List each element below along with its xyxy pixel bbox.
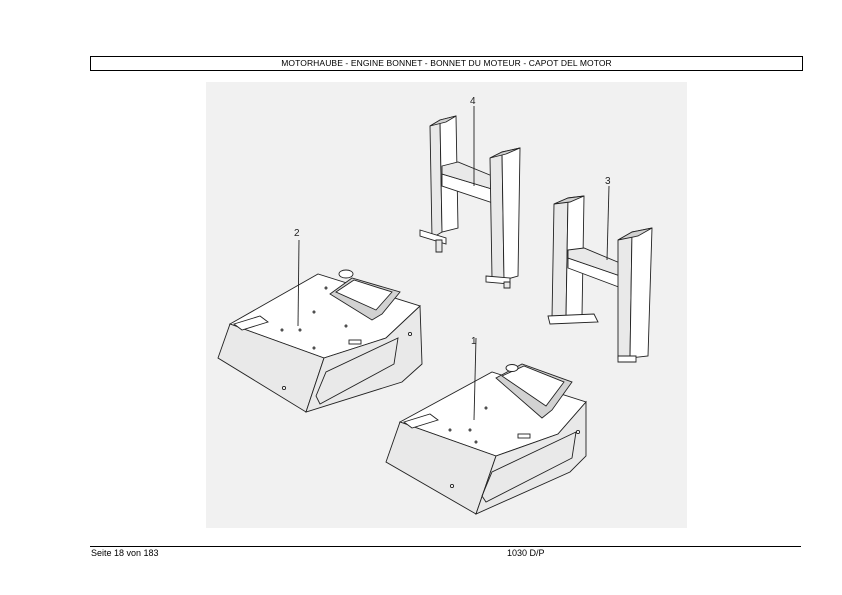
part-2-bonnet [217,269,423,413]
model-label: 1030 D/P [507,548,545,558]
callout-3: 3 [605,176,611,187]
footer-divider [90,546,801,547]
exploded-parts-drawing: 1 2 3 4 [206,82,687,528]
part-1-bonnet [385,363,587,515]
callout-4: 4 [470,96,476,107]
callouts: 1 2 3 4 [294,96,611,421]
part-4-frame [419,115,521,289]
callout-1: 1 [471,336,477,347]
part-3-frame [547,195,653,363]
page-title: MOTORHAUBE - ENGINE BONNET - BONNET DU M… [90,56,803,71]
callout-2: 2 [294,228,300,239]
page-number: Seite 18 von 183 [91,548,159,558]
